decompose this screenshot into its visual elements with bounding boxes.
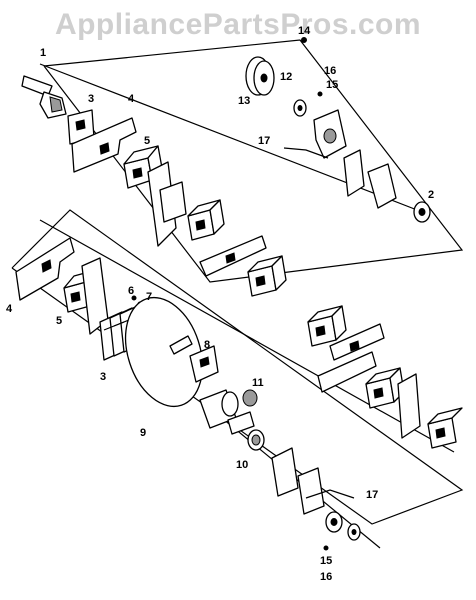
switch-block (365, 367, 405, 409)
leader-17 (305, 489, 355, 499)
callout-5-lower: 5 (56, 315, 63, 327)
callout-8: 8 (204, 339, 211, 351)
contact-blade-inner (159, 181, 187, 223)
callout-15-lower: 15 (320, 555, 333, 567)
callout-10: 10 (236, 459, 249, 471)
terminal-strip-hole (349, 340, 360, 352)
terminal-strip-hole (225, 252, 236, 264)
switch-block (187, 199, 225, 241)
switch-block (427, 407, 463, 449)
cam-plate-hole (75, 119, 86, 131)
callout-16-lower: 16 (320, 571, 333, 583)
small-screw (323, 545, 329, 551)
contact-strip-hole (41, 259, 52, 273)
washer (293, 99, 307, 117)
terminal-strip (317, 351, 377, 393)
bracket-hole (199, 356, 210, 368)
callout-1: 1 (40, 47, 47, 59)
set-screw (301, 37, 307, 43)
bracket-arm (367, 163, 397, 209)
switch-block (247, 255, 287, 297)
callout-4: 4 (128, 93, 135, 105)
bracket (343, 149, 365, 197)
callout-3: 3 (88, 93, 95, 105)
callout-16: 16 (324, 65, 337, 77)
bushing (242, 389, 258, 407)
nut (413, 201, 431, 223)
callout-3-lower: 3 (100, 371, 107, 383)
nut (325, 511, 343, 533)
timer-disc (124, 296, 204, 408)
shaft-knob (21, 75, 67, 119)
upper-assembly (21, 37, 464, 297)
callout-4-lower: 4 (6, 303, 13, 315)
gear-washer (247, 429, 265, 451)
callout-17-lower: 17 (366, 489, 379, 501)
pulley (245, 56, 275, 96)
callout-7: 7 (146, 291, 153, 303)
leader-17 (283, 147, 329, 159)
end-plate (271, 447, 299, 497)
contact-blade (397, 373, 421, 439)
callout-17: 17 (258, 135, 271, 147)
callout-15: 15 (326, 79, 339, 91)
small-screw (317, 91, 323, 97)
lower-assembly (11, 209, 464, 551)
contact-strip-hole (99, 142, 110, 155)
screw (131, 295, 137, 301)
upper-shaft-axis (39, 63, 431, 216)
end-bracket (297, 467, 325, 515)
callout-12: 12 (280, 71, 293, 83)
switch-block (307, 305, 347, 347)
washer (347, 523, 361, 541)
callout-9: 9 (140, 427, 147, 439)
motor-housing (199, 389, 255, 435)
plate-bushing (323, 128, 337, 144)
callout-6: 6 (128, 285, 135, 297)
lower-shaft-axis (39, 219, 455, 453)
callout-14: 14 (298, 25, 311, 37)
callout-13: 13 (238, 95, 251, 107)
callout-2: 2 (428, 189, 435, 201)
callout-5: 5 (144, 135, 151, 147)
callout-11: 11 (252, 377, 264, 389)
watermark: AppliancePartsPros.com (54, 8, 422, 41)
